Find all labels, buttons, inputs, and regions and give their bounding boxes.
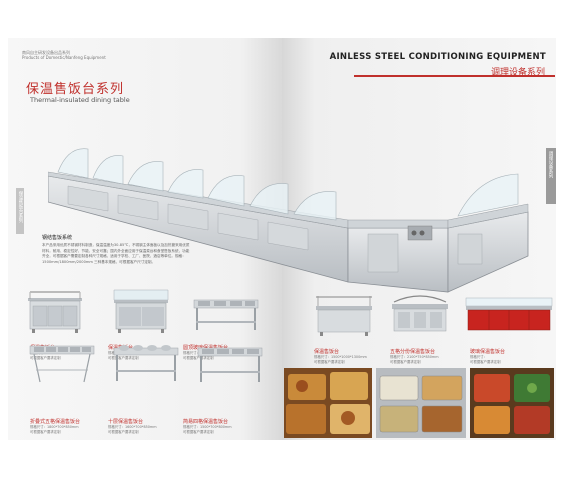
- product-spec-6-line-1: 规格尺寸：1500*700*800mm: [183, 425, 232, 429]
- right-side-tab-label: 调理设备系列: [548, 151, 553, 178]
- right-product-spec-1: 规格尺寸：1500*1000*1300mm 可根据客户要求定制: [314, 355, 367, 365]
- product-spec-5: 规格尺寸：1600*700*850mm 可根据客户要求定制: [108, 425, 157, 435]
- right-header-en: AINLESS STEEL CONDITIONING EQUIPMENT: [329, 52, 546, 62]
- product-name-4: 折叠式五格保温售饭台: [30, 419, 81, 425]
- product-spec-5-line-2: 可根据客户要求定制: [108, 429, 139, 434]
- intro-title: 钢结售饭系统: [42, 235, 73, 241]
- right-product-spec-2-line-2: 可根据客户要求定制: [390, 359, 421, 364]
- product-spec-4-line-1: 规格尺寸：1800*700*850mm: [30, 425, 79, 429]
- left-side-tab-label: 保温售饭台系列: [18, 191, 23, 223]
- product-image-1: [28, 291, 82, 333]
- product-spec-2-line-2: 可根据客户要求定制: [108, 355, 139, 360]
- small-header-line-2: Products of Domestic/Nanfeng Equipment: [22, 55, 106, 60]
- right-product-name-3: 玻璃保温售饭台: [470, 349, 506, 355]
- right-header-rule: [354, 75, 555, 77]
- right-product-name-1: 保温售饭台: [314, 349, 340, 355]
- small-header: 南风自主研发设备出品系列 Products of Domestic/Nanfen…: [22, 50, 106, 60]
- product-image-6: [197, 347, 263, 382]
- product-spec-3-line-2: 可根据客户要求定制: [183, 355, 214, 360]
- product-image-3: [193, 299, 259, 330]
- small-header-line-1: 南风自主研发设备出品系列: [22, 50, 70, 55]
- food-photo-1: [284, 368, 372, 438]
- product-spec-5-line-1: 规格尺寸：1600*700*850mm: [108, 425, 157, 429]
- food-photo-2: [376, 368, 466, 438]
- right-product-spec-3-line-1: 规格尺寸：: [470, 355, 487, 359]
- right-product-spec-3-line-2: 可根据客户要求定制: [470, 359, 501, 364]
- intro-text: 本产品采用优质不锈钢材料制造，保温温度为30-85℃，不锈钢主体面板以及加热管采…: [42, 243, 190, 264]
- right-side-tab: 调理设备系列: [546, 148, 556, 204]
- buffet-counter-hero-image: [48, 148, 529, 293]
- right-product-spec-1-line-2: 可根据客户要求定制: [314, 359, 345, 364]
- category-title-en: Thermal-insulated dining table: [30, 96, 130, 104]
- product-name-6: 简易四格保温售饭台: [183, 419, 229, 425]
- product-image-2: [113, 289, 169, 333]
- product-spec-4: 规格尺寸：1800*700*850mm 可根据客户要求定制: [30, 425, 79, 435]
- right-product-image-2: [392, 295, 448, 332]
- right-product-name-2: 五格分份保温售饭台: [390, 349, 436, 355]
- brochure-spread: 南风自主研发设备出品系列 Products of Domestic/Nanfen…: [8, 38, 556, 440]
- right-product-spec-1-line-1: 规格尺寸：1500*1000*1300mm: [314, 355, 367, 359]
- right-product-spec-2-line-1: 规格尺寸：2100*750*850mm: [390, 355, 439, 359]
- left-side-tab: 保温售饭台系列: [16, 188, 24, 234]
- right-product-spec-2: 规格尺寸：2100*750*850mm 可根据客户要求定制: [390, 355, 439, 365]
- right-product-spec-3: 规格尺寸： 可根据客户要求定制: [470, 355, 501, 365]
- food-photo-3: [470, 368, 554, 438]
- category-title-cn: 保温售饭台系列: [26, 82, 125, 97]
- product-image-4: [29, 345, 95, 383]
- product-spec-1-line-2: 可根据客户要求定制: [30, 355, 61, 360]
- right-product-image-3: [465, 297, 553, 331]
- product-spec-4-line-2: 可根据客户要求定制: [30, 429, 61, 434]
- product-spec-6-line-2: 可根据客户要求定制: [183, 429, 214, 434]
- right-product-image-1: [316, 296, 372, 336]
- right-header-cn: 调理设备系列: [490, 68, 545, 78]
- product-name-5: 十层保温售饭台: [108, 419, 144, 425]
- product-spec-6: 规格尺寸：1500*700*800mm 可根据客户要求定制: [183, 425, 232, 435]
- product-image-5: [113, 345, 179, 381]
